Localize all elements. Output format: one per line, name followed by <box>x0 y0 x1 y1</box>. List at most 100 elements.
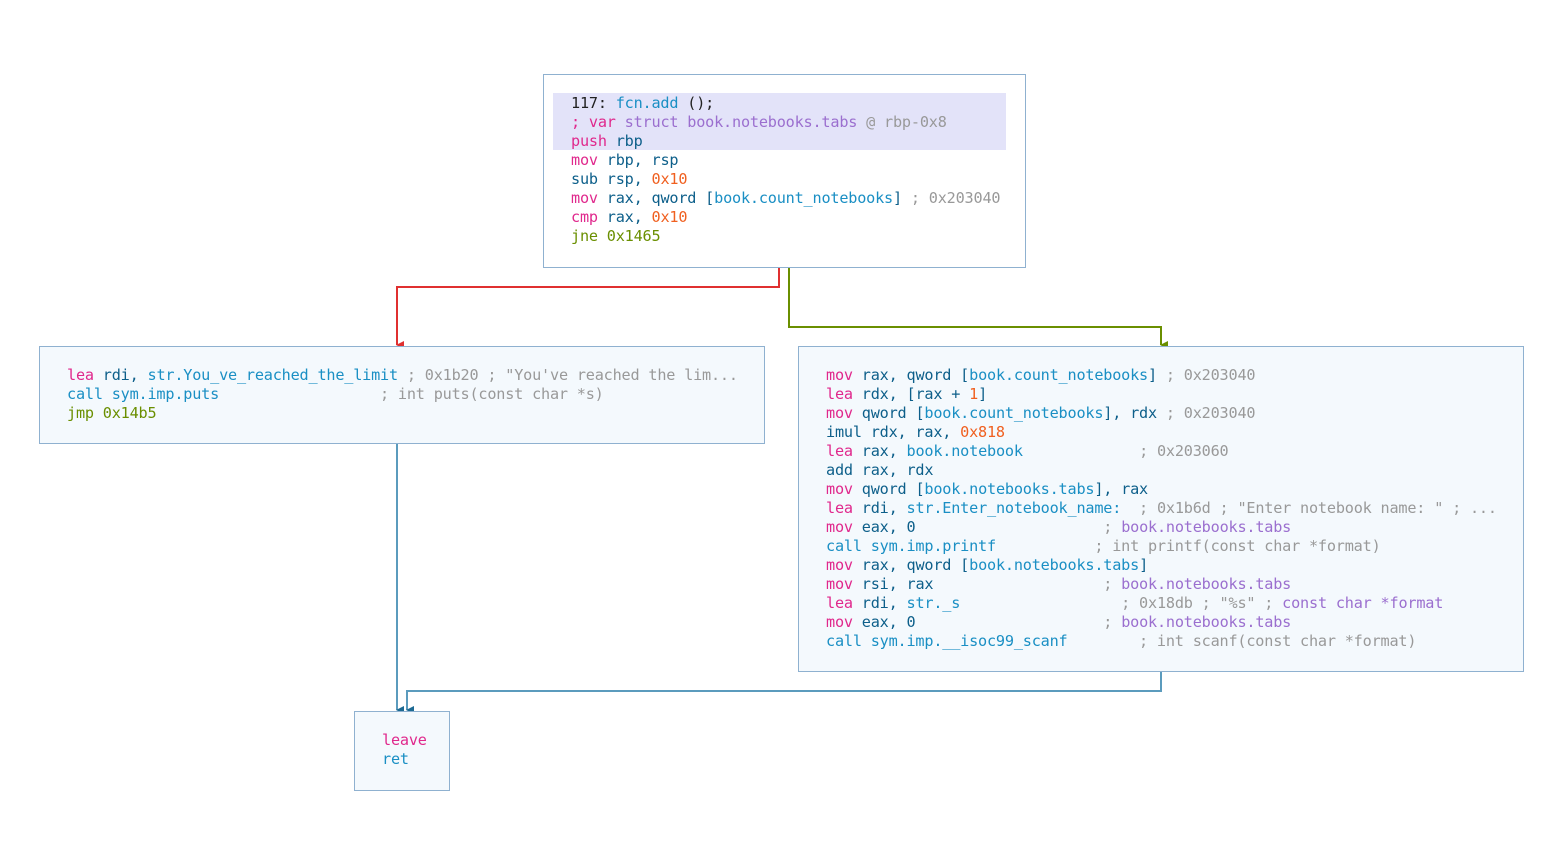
instruction-line[interactable]: lea rax, book.notebook ; 0x203060 <box>826 442 1497 461</box>
code-token: ; 0x203040 <box>901 189 1001 207</box>
code-token: qword [ <box>852 404 925 422</box>
code-token: mov <box>826 575 853 593</box>
code-token: jmp 0x14b5 <box>67 404 157 422</box>
code-token: cmp <box>571 208 598 226</box>
code-token: ret <box>382 750 409 768</box>
instruction-line[interactable]: cmp rax, 0x10 <box>571 208 1000 227</box>
code-token: book.notebooks.tabs <box>969 556 1140 574</box>
code-token: ; 0x1b6d ; "Enter notebook name: " ; ... <box>1121 499 1497 517</box>
instruction-line[interactable]: mov qword [book.notebooks.tabs], rax <box>826 480 1497 499</box>
code-token: mov <box>826 556 853 574</box>
code-token: book.count_notebooks <box>969 366 1148 384</box>
instruction-line[interactable]: mov rax, qword [book.notebooks.tabs] <box>826 556 1497 575</box>
code-token: ; 0x203060 <box>1022 442 1229 460</box>
code-token: lea <box>826 385 853 403</box>
code-token: ; 0x18db ; "%s" ; <box>960 594 1283 612</box>
code-token: ] <box>1139 556 1149 574</box>
code-token: leave <box>382 731 427 749</box>
instruction-line[interactable]: sub rsp, 0x10 <box>571 170 1000 189</box>
code-token: rax, qword [ <box>852 556 970 574</box>
instruction-line[interactable]: lea rdi, str.Enter_notebook_name: ; 0x1b… <box>826 499 1497 518</box>
code-token: struct book.notebooks.tabs <box>624 113 858 131</box>
code-token: rax, qword [ <box>852 366 970 384</box>
code-token: ; int printf(const char *format) <box>995 537 1381 555</box>
instruction-line[interactable]: push rbp <box>571 132 1000 151</box>
code-token: rbp <box>606 132 643 150</box>
code-token: rdi, <box>93 366 148 384</box>
code-token: 0x10 <box>651 208 688 226</box>
code-token: mov <box>571 151 598 169</box>
instruction-line[interactable]: lea rdi, str.You_ve_reached_the_limit ; … <box>67 366 738 385</box>
code-token: 0x818 <box>960 423 1005 441</box>
block-add-notebook[interactable]: mov rax, qword [book.count_notebooks] ; … <box>798 346 1524 672</box>
instruction-line[interactable]: mov rax, qword [book.count_notebooks] ; … <box>826 366 1497 385</box>
code-token: str.Enter_notebook_name: <box>906 499 1122 517</box>
code-token: const char *format <box>1282 594 1444 612</box>
instruction-line[interactable]: mov qword [book.count_notebooks], rdx ; … <box>826 404 1497 423</box>
block-add-code: mov rax, qword [book.count_notebooks] ; … <box>826 366 1497 651</box>
instruction-line[interactable]: jmp 0x14b5 <box>67 404 738 423</box>
code-token: rdx, [rax + <box>852 385 970 403</box>
code-token: rax, qword [ <box>597 189 715 207</box>
instruction-line[interactable]: add rax, rdx <box>826 461 1497 480</box>
code-token: ], rax <box>1094 480 1149 498</box>
code-token: ; 0x1b20 ; "You've reached the lim... <box>397 366 738 384</box>
code-token: book.count_notebooks <box>714 189 893 207</box>
code-token: 117: <box>571 94 616 112</box>
code-token: rax, <box>852 442 907 460</box>
code-token: call sym.imp.puts <box>67 385 220 403</box>
code-token: lea <box>826 442 853 460</box>
block-entry-code: 117: fcn.add ();; var struct book.notebo… <box>571 94 1001 246</box>
block-limit-reached[interactable]: lea rdi, str.You_ve_reached_the_limit ; … <box>39 346 765 444</box>
code-token: book.notebooks.tabs <box>1121 613 1292 631</box>
code-token: book.notebooks.tabs <box>1121 575 1292 593</box>
code-token: imul rdx, rax, <box>826 423 961 441</box>
code-token: @ rbp-0x8 <box>857 113 947 131</box>
code-token: eax, <box>852 613 907 631</box>
instruction-line[interactable]: call sym.imp.printf ; int printf(const c… <box>826 537 1497 556</box>
code-token: rbp, rsp <box>597 151 679 169</box>
code-token: 0x10 <box>651 170 688 188</box>
instruction-line[interactable]: jne 0x1465 <box>571 227 1000 246</box>
code-token: ; 0x203040 <box>1156 404 1256 422</box>
code-token: mov <box>826 366 853 384</box>
instruction-line[interactable]: mov eax, 0 ; book.notebooks.tabs <box>826 518 1497 537</box>
instruction-line[interactable]: ; var struct book.notebooks.tabs @ rbp-0… <box>571 113 1000 132</box>
code-token: ] <box>978 385 988 403</box>
code-token: book.count_notebooks <box>924 404 1104 422</box>
code-token: call sym.imp.__isoc99_scanf <box>826 632 1068 650</box>
instruction-line[interactable]: call sym.imp.__isoc99_scanf ; int scanf(… <box>826 632 1497 651</box>
instruction-line[interactable]: mov rax, qword [book.count_notebooks] ; … <box>571 189 1001 208</box>
instruction-line[interactable]: mov rbp, rsp <box>571 151 1000 170</box>
edge-add-to-exit <box>406 672 1162 714</box>
instruction-line[interactable]: ret <box>382 750 427 769</box>
instruction-line[interactable]: mov rsi, rax ; book.notebooks.tabs <box>826 575 1497 594</box>
code-token: 0 <box>906 613 916 631</box>
instruction-line[interactable]: 117: fcn.add (); <box>571 94 1000 113</box>
code-token: book.notebooks.tabs <box>924 480 1095 498</box>
code-token: lea <box>67 366 94 384</box>
current-line-highlight <box>553 93 1006 150</box>
code-token: 1 <box>969 385 979 403</box>
instruction-line[interactable]: lea rdi, str._s ; 0x18db ; "%s" ; const … <box>826 594 1497 613</box>
code-token: ; int puts(const char *s) <box>219 385 604 403</box>
code-token: fcn.add <box>615 94 679 112</box>
block-entry[interactable]: 117: fcn.add ();; var struct book.notebo… <box>543 74 1026 268</box>
instruction-line[interactable]: call sym.imp.puts ; int puts(const char … <box>67 385 738 404</box>
code-token: str._s <box>906 594 961 612</box>
code-token: book.notebook <box>906 442 1023 460</box>
instruction-line[interactable]: lea rdx, [rax + 1] <box>826 385 1497 404</box>
instruction-line[interactable]: mov eax, 0 ; book.notebooks.tabs <box>826 613 1497 632</box>
instruction-line[interactable]: leave <box>382 731 427 750</box>
code-token: mov <box>826 518 853 536</box>
code-token: mov <box>826 404 853 422</box>
code-token: jne 0x1465 <box>571 227 661 245</box>
instruction-line[interactable]: imul rdx, rax, 0x818 <box>826 423 1497 442</box>
code-token: push <box>571 132 607 150</box>
code-token: sub <box>571 170 598 188</box>
code-token: 0 <box>906 518 916 536</box>
code-token: ; <box>915 613 1122 631</box>
